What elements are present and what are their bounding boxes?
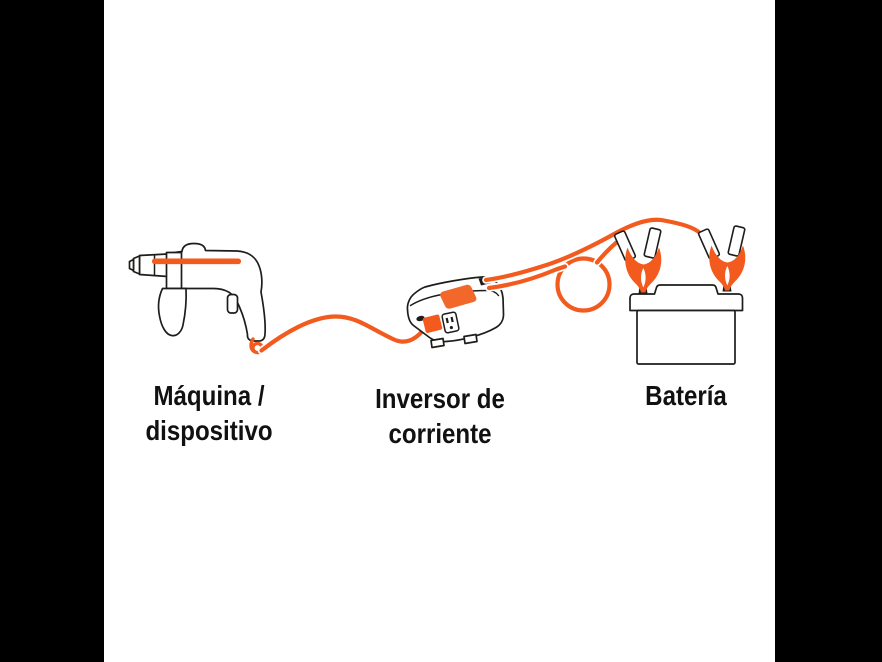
battery-case <box>636 309 736 365</box>
machine-label-line2: dispositivo <box>145 415 273 446</box>
battery-label-line1: Batería <box>645 380 727 411</box>
alligator-clamp-right <box>697 224 747 293</box>
power-inverter-icon <box>406 276 505 349</box>
cable-drill-to-inverter <box>257 312 432 355</box>
battery-with-clamps-icon <box>629 284 744 365</box>
inverter-label-line2: corriente <box>388 418 492 449</box>
battery-label: Batería <box>645 378 727 413</box>
drill-icon <box>128 242 267 355</box>
cable-inverter-to-battery <box>482 216 705 315</box>
drill-chuck <box>138 253 169 278</box>
drill-side-handle <box>165 251 183 290</box>
clamp-handle <box>643 227 662 259</box>
outlet-socket-icon <box>441 311 460 334</box>
alligator-clamp-left <box>613 227 662 294</box>
inverter-indicator <box>416 315 425 322</box>
battery-lid <box>629 284 744 312</box>
inverter-top-label <box>440 284 477 309</box>
inverter-label-line1: Inversor de <box>375 383 505 414</box>
pillarbox-right <box>775 0 882 662</box>
machine-label-line1: Máquina / <box>153 380 265 411</box>
drill-accent-stripe <box>152 258 241 265</box>
plug-icon <box>422 314 443 333</box>
machine-label: Máquina / dispositivo <box>145 378 272 448</box>
drill-trigger <box>226 293 239 314</box>
pillarbox-left <box>0 0 104 662</box>
inverter-label: Inversor de corriente <box>375 381 505 451</box>
